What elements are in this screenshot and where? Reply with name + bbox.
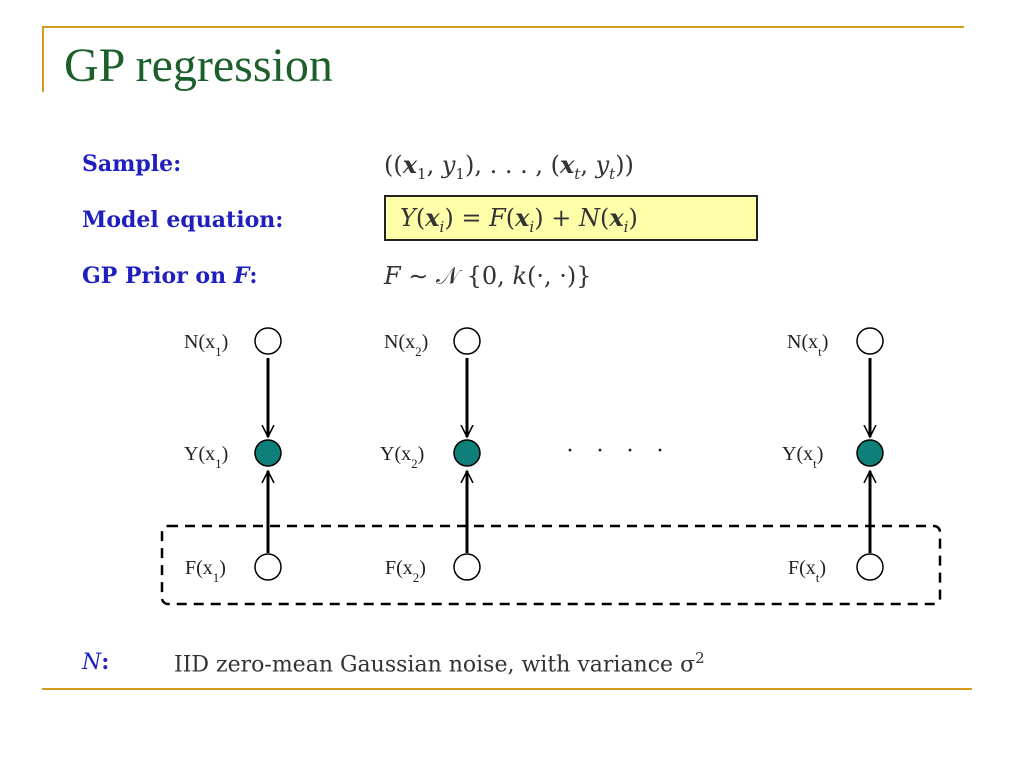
gp-prior-expression: F ∼ 𝒩 {0, k(·, ·)} (384, 262, 592, 290)
sample-expression: ((x1, y1), . . . , (xt, yt)) (384, 150, 634, 183)
label-nt: N(xt) (787, 331, 828, 359)
label-f1: F(x1) (185, 557, 226, 585)
column-1: N(x1) Y(x1) F(x1) (184, 327, 282, 585)
node-y2 (453, 439, 481, 467)
footer-noise-description: IID zero-mean Gaussian noise, with varia… (174, 649, 705, 678)
ellipsis: · · · · (566, 438, 672, 464)
node-f1 (254, 553, 282, 581)
node-n1 (254, 327, 282, 355)
accent-vertical-line (42, 26, 44, 92)
dashed-latent-box (160, 524, 942, 606)
label-n2: N(x2) (384, 331, 428, 359)
label-y2: Y(x2) (380, 443, 424, 471)
node-yt (856, 439, 884, 467)
column-t: N(xt) Y(xt) F(xt) (782, 327, 884, 585)
gp-prior-label: GP Prior on F: (82, 263, 258, 289)
model-equation-box (384, 195, 758, 241)
accent-bottom-line (42, 688, 972, 690)
footer-noise-label: N: (82, 649, 110, 675)
model-equation-expression: Y(xi) = F(xi) + N(xi) (400, 203, 638, 236)
sample-label: Sample: (82, 151, 182, 177)
label-ft: F(xt) (788, 557, 826, 585)
label-y1: Y(x1) (184, 443, 228, 471)
label-f2: F(x2) (385, 557, 426, 585)
column-2: N(x2) Y(x2) F(x2) (380, 327, 481, 585)
accent-top-line (42, 26, 964, 28)
label-n1: N(x1) (184, 331, 228, 359)
node-f2 (453, 553, 481, 581)
slide-title: GP regression (64, 39, 333, 92)
node-nt (856, 327, 884, 355)
node-n2 (453, 327, 481, 355)
node-y1 (254, 439, 282, 467)
node-ft (856, 553, 884, 581)
model-equation-label: Model equation: (82, 207, 284, 233)
label-yt: Y(xt) (782, 443, 823, 471)
